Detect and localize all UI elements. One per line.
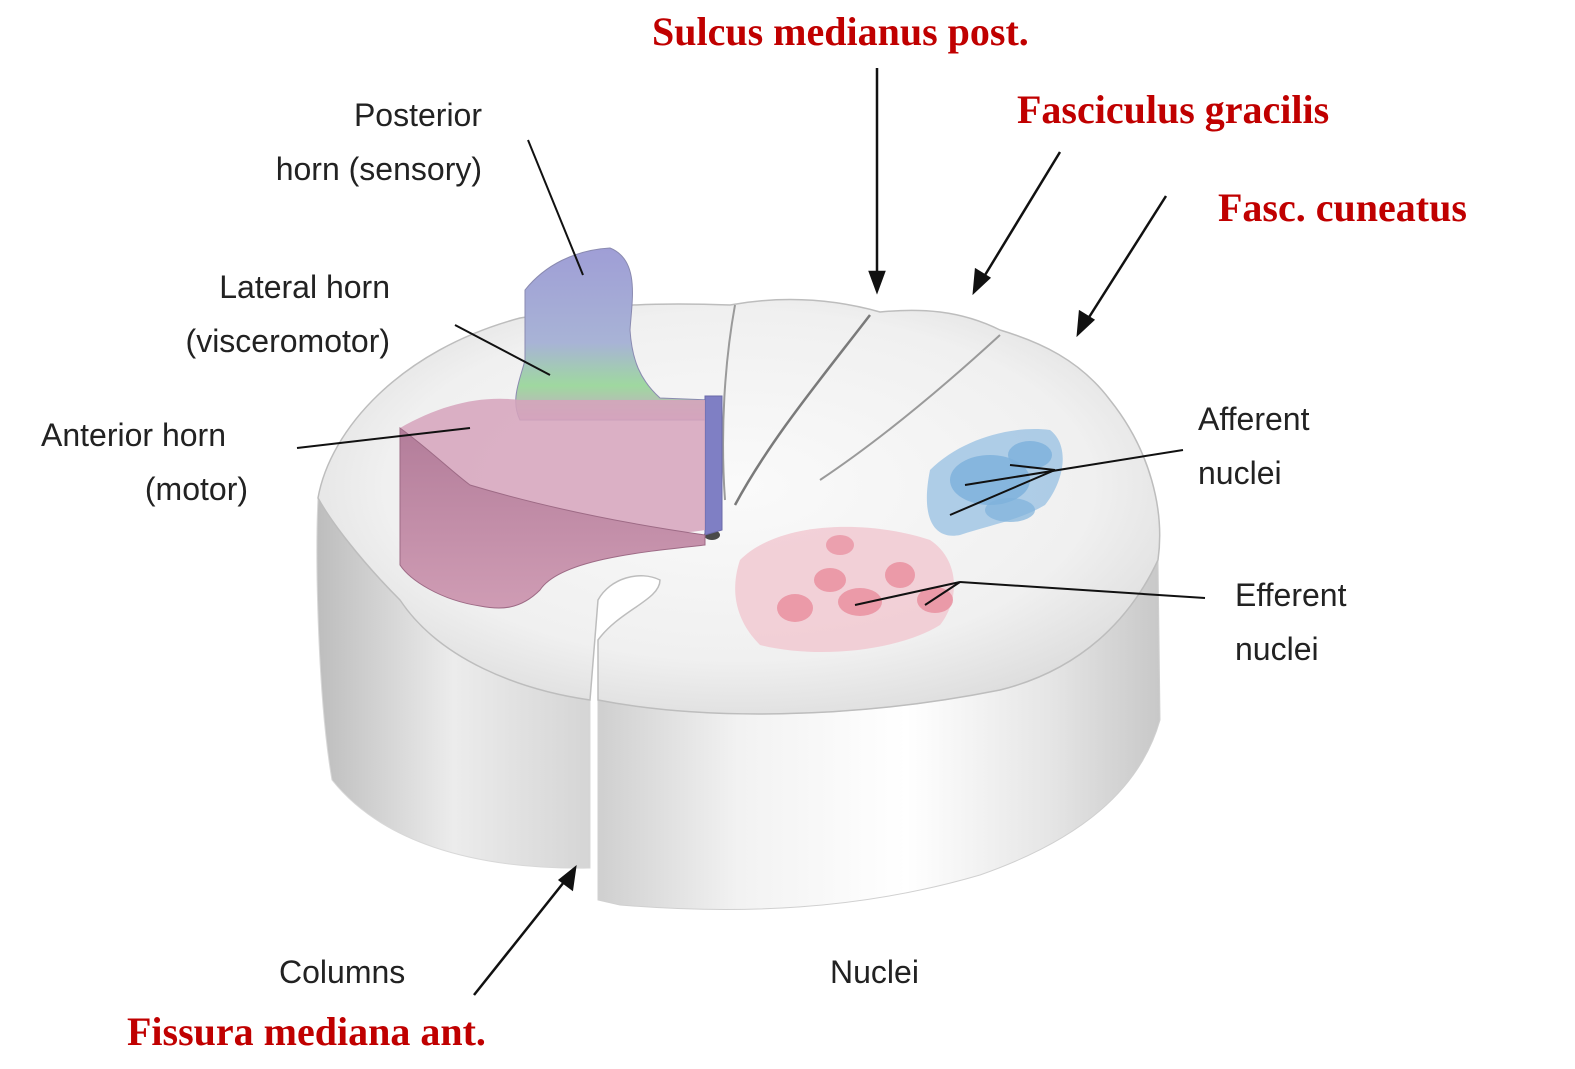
latin-label-sulcus-medianus: Sulcus medianus post. bbox=[652, 8, 1029, 55]
latin-label-fasciculus-gracilis: Fasciculus gracilis bbox=[1017, 86, 1329, 133]
label-anterior-horn: Anterior horn (motor) bbox=[0, 408, 248, 516]
label-efferent-nuclei-line2: nuclei bbox=[1235, 622, 1346, 676]
latin-label-fasc-cuneatus: Fasc. cuneatus bbox=[1218, 184, 1467, 231]
label-posterior-horn: Posterior horn (sensory) bbox=[170, 88, 482, 196]
label-nuclei: Nuclei bbox=[830, 945, 919, 999]
posterior-horn-side-face bbox=[705, 396, 722, 535]
label-afferent-nuclei-line1: Afferent bbox=[1198, 392, 1309, 446]
label-lateral-horn-line2: (visceromotor) bbox=[100, 314, 390, 368]
label-efferent-nuclei: Efferent nuclei bbox=[1235, 568, 1346, 676]
label-afferent-nuclei: Afferent nuclei bbox=[1198, 392, 1309, 500]
latin-label-fissura-mediana: Fissura mediana ant. bbox=[127, 1008, 486, 1055]
label-posterior-horn-line1: Posterior bbox=[170, 88, 482, 142]
label-afferent-nuclei-line2: nuclei bbox=[1198, 446, 1309, 500]
label-posterior-horn-line2: horn (sensory) bbox=[170, 142, 482, 196]
label-lateral-horn-line1: Lateral horn bbox=[100, 260, 390, 314]
label-anterior-horn-line2: (motor) bbox=[0, 462, 248, 516]
efferent-nuclei-region bbox=[735, 527, 954, 652]
label-anterior-horn-line1: Anterior horn bbox=[0, 408, 226, 462]
label-lateral-horn: Lateral horn (visceromotor) bbox=[100, 260, 390, 368]
label-columns: Columns bbox=[279, 945, 405, 999]
label-efferent-nuclei-line1: Efferent bbox=[1235, 568, 1346, 622]
